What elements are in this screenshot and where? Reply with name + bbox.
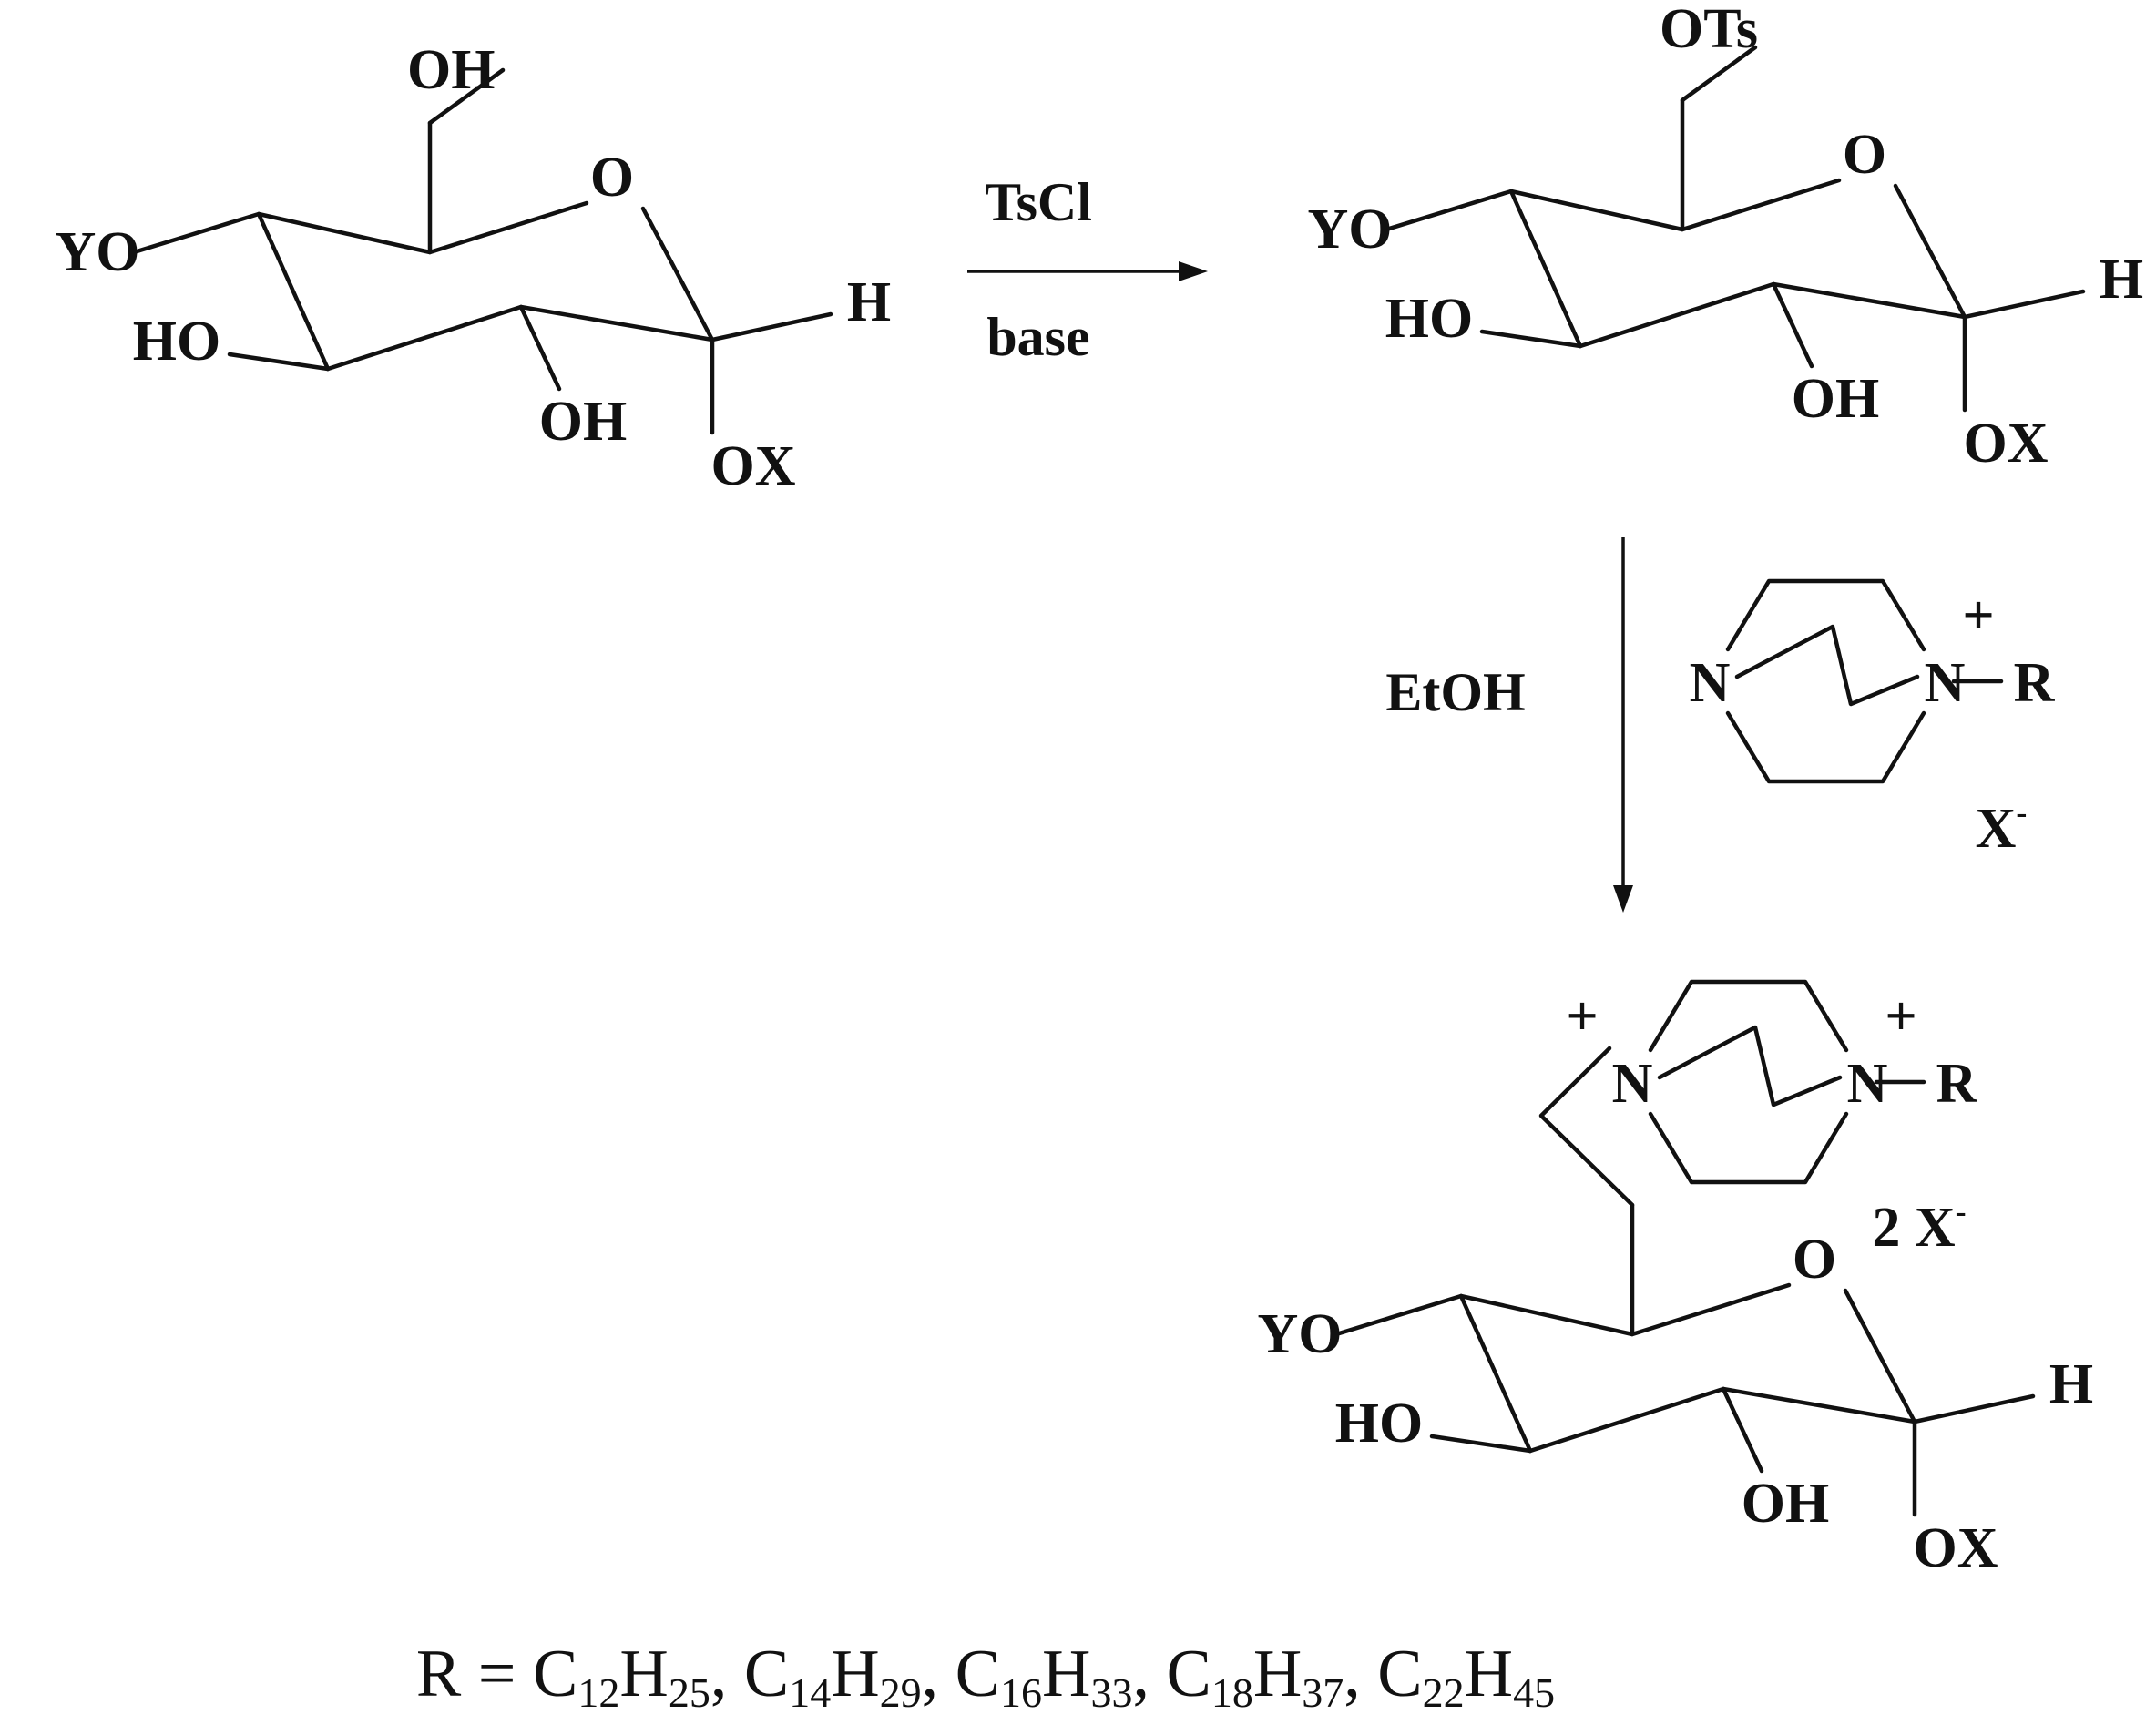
pyranose-ring-bonds: [134, 123, 831, 433]
c3-hydroxyl-label: HO: [133, 311, 220, 373]
anomeric-h-label: H: [847, 271, 891, 333]
c3-hydroxyl-label: HO: [1385, 288, 1473, 350]
arrow-head: [1179, 261, 1208, 281]
c2-hydroxyl-label: OH: [539, 391, 627, 453]
product-dabco-unit: N N + + R 2 X-: [1566, 979, 1978, 1259]
dabco-nitrogen-label: N: [1690, 652, 1731, 714]
c3-hydroxyl-label: HO: [1335, 1393, 1423, 1455]
anomeric-h-label: H: [2100, 249, 2143, 311]
arrow-head: [1613, 885, 1633, 913]
c4-yo-label: YO: [56, 221, 140, 283]
molecule-starting-glucoside: O OH YO HO OH H OX: [56, 39, 892, 497]
reaction-arrow-quaternization: EtOH: [1385, 537, 1633, 913]
ring-oxygen-label: O: [590, 147, 634, 209]
alkyl-r-label: R: [1936, 1053, 1978, 1115]
cation-plus-sign: +: [1566, 985, 1598, 1047]
c6-ots-label: OTs: [1660, 0, 1758, 60]
solvent-etoh-label: EtOH: [1385, 662, 1525, 722]
anomeric-ox-label: OX: [711, 435, 796, 497]
cation-plus-sign: +: [1885, 985, 1916, 1047]
alkyl-r-label: R: [2014, 652, 2056, 714]
molecule-product: N N + + R 2 X- O YO HO OH H OX: [1258, 979, 2093, 1579]
c2-hydroxyl-label: OH: [1742, 1473, 1829, 1535]
anomeric-ox-label: OX: [1914, 1517, 1998, 1579]
cation-plus-sign: +: [1962, 585, 1994, 647]
reaction-arrow-tosylation: TsCl base: [967, 172, 1208, 367]
dabco-quaternary-nitrogen-label: N: [1847, 1053, 1888, 1115]
ring-oxygen-label: O: [1793, 1229, 1836, 1291]
counterion-2x-label: 2 X-: [1872, 1193, 1966, 1259]
counterion-x-label: X-: [1976, 794, 2028, 860]
c4-yo-label: YO: [1258, 1303, 1343, 1365]
product-glucoside-ring: O YO HO OH H OX: [1258, 1046, 2093, 1579]
anomeric-ox-label: OX: [1964, 413, 2049, 475]
c4-yo-label: YO: [1308, 199, 1393, 260]
c2-hydroxyl-label: OH: [1792, 368, 1879, 430]
ring-oxygen-label: O: [1843, 124, 1886, 186]
molecule-tosyl-glucoside: O OTs YO HO OH H OX: [1308, 0, 2144, 475]
r-group-definition: R = C12H25, C14H29, C16H33, C18H37, C22H…: [416, 1637, 1555, 1716]
pyranose-ring-bonds: [1386, 100, 2083, 410]
reagent-alkyl-dabco: N N + R X-: [1690, 578, 2056, 860]
reagent-tscl-label: TsCl: [985, 172, 1092, 232]
dabco-quaternary-nitrogen-label: N: [1612, 1053, 1653, 1115]
c6-hydroxyl-label: OH: [407, 39, 495, 101]
condition-base-label: base: [986, 307, 1089, 367]
dabco-quaternary-nitrogen-label: N: [1925, 652, 1966, 714]
anomeric-h-label: H: [2049, 1353, 2093, 1415]
